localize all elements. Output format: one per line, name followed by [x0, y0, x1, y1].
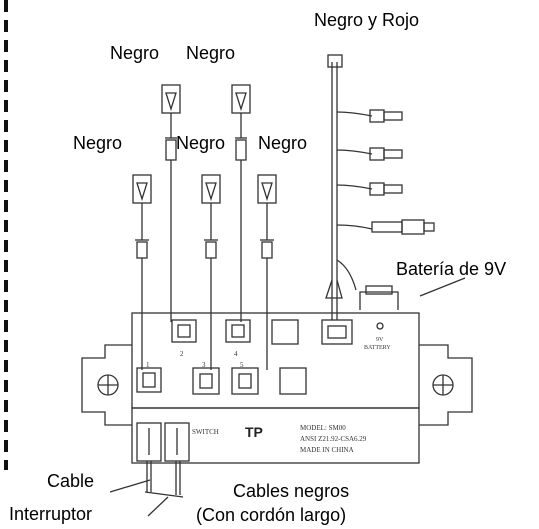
terminal-2-label: 2	[180, 350, 184, 358]
battery-word-label: BATTERY	[364, 345, 391, 351]
terminal-3-label: 3	[202, 361, 206, 369]
terminal-4-label: 4	[234, 350, 238, 358]
right-mounting-bracket	[419, 344, 473, 426]
terminal-empty-top	[271, 319, 299, 345]
label-negro-mid-center: Negro	[176, 133, 226, 153]
battery-small-label: 9V	[376, 337, 384, 343]
terminal-2	[171, 319, 197, 343]
sensor-top-right	[231, 84, 251, 322]
terminal-1	[136, 367, 162, 393]
interruptor-leader	[147, 496, 169, 517]
wire-bundle-negro-rojo	[325, 54, 435, 320]
label-bateria: Batería de 9V	[396, 259, 507, 279]
model-label: MODEL: SM00	[300, 424, 346, 432]
module-lower-panel	[131, 407, 420, 464]
battery-clip	[359, 285, 399, 330]
made-in-label: MADE IN CHINA	[300, 446, 354, 454]
terminal-5-label: 5	[240, 361, 244, 369]
terminal-3	[192, 367, 220, 395]
cable-leader	[109, 479, 151, 493]
terminal-4	[225, 319, 251, 343]
label-interruptor: Interruptor	[9, 504, 93, 524]
sensor-mid-right	[257, 174, 277, 370]
battery-leader	[419, 277, 466, 297]
battery-connector	[321, 319, 353, 345]
label-negro-mid-right: Negro	[258, 133, 308, 153]
label-cables-negros: Cables negros	[233, 481, 350, 501]
label-con-cordon: (Con cordón largo)	[196, 505, 347, 525]
label-negro-top-right: Negro	[186, 43, 236, 63]
switch-label: SWITCH	[192, 428, 219, 436]
terminal-empty-bottom	[279, 367, 307, 395]
control-module	[131, 312, 420, 409]
terminal-1-label: 1	[146, 361, 150, 369]
label-negro-y-rojo: Negro y Rojo	[314, 10, 420, 30]
label-negro-top-left: Negro	[110, 43, 160, 63]
tp-logo: TP	[245, 424, 263, 440]
sensor-mid-center	[201, 174, 221, 370]
left-mounting-bracket	[81, 344, 132, 426]
ansi-label: ANSI Z21.92-CSA6.29	[300, 435, 367, 443]
sensor-top-left	[161, 84, 181, 322]
switch-terminal-2	[164, 422, 190, 462]
sensor-mid-left	[132, 174, 152, 370]
switch-terminal-1	[136, 422, 162, 462]
label-cable: Cable	[47, 471, 95, 491]
terminal-5	[231, 367, 259, 395]
label-negro-mid-left: Negro	[73, 133, 123, 153]
